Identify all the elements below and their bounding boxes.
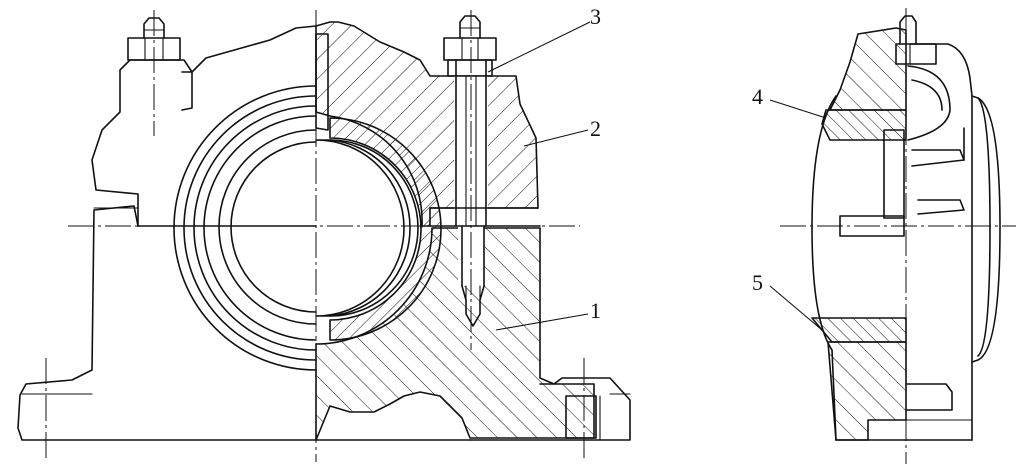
- front-view-exterior: [17, 17, 317, 441]
- center-lines: [45, 8, 1016, 464]
- front-view-section: [315, 15, 631, 441]
- label-part-1: 1: [590, 298, 601, 323]
- side-view: [811, 15, 1001, 441]
- label-part-5: 5: [752, 270, 763, 295]
- label-part-4: 4: [752, 84, 763, 109]
- label-part-3: 3: [590, 4, 601, 29]
- callouts: 3 2 1 4 5: [487, 4, 827, 331]
- label-part-2: 2: [590, 116, 601, 141]
